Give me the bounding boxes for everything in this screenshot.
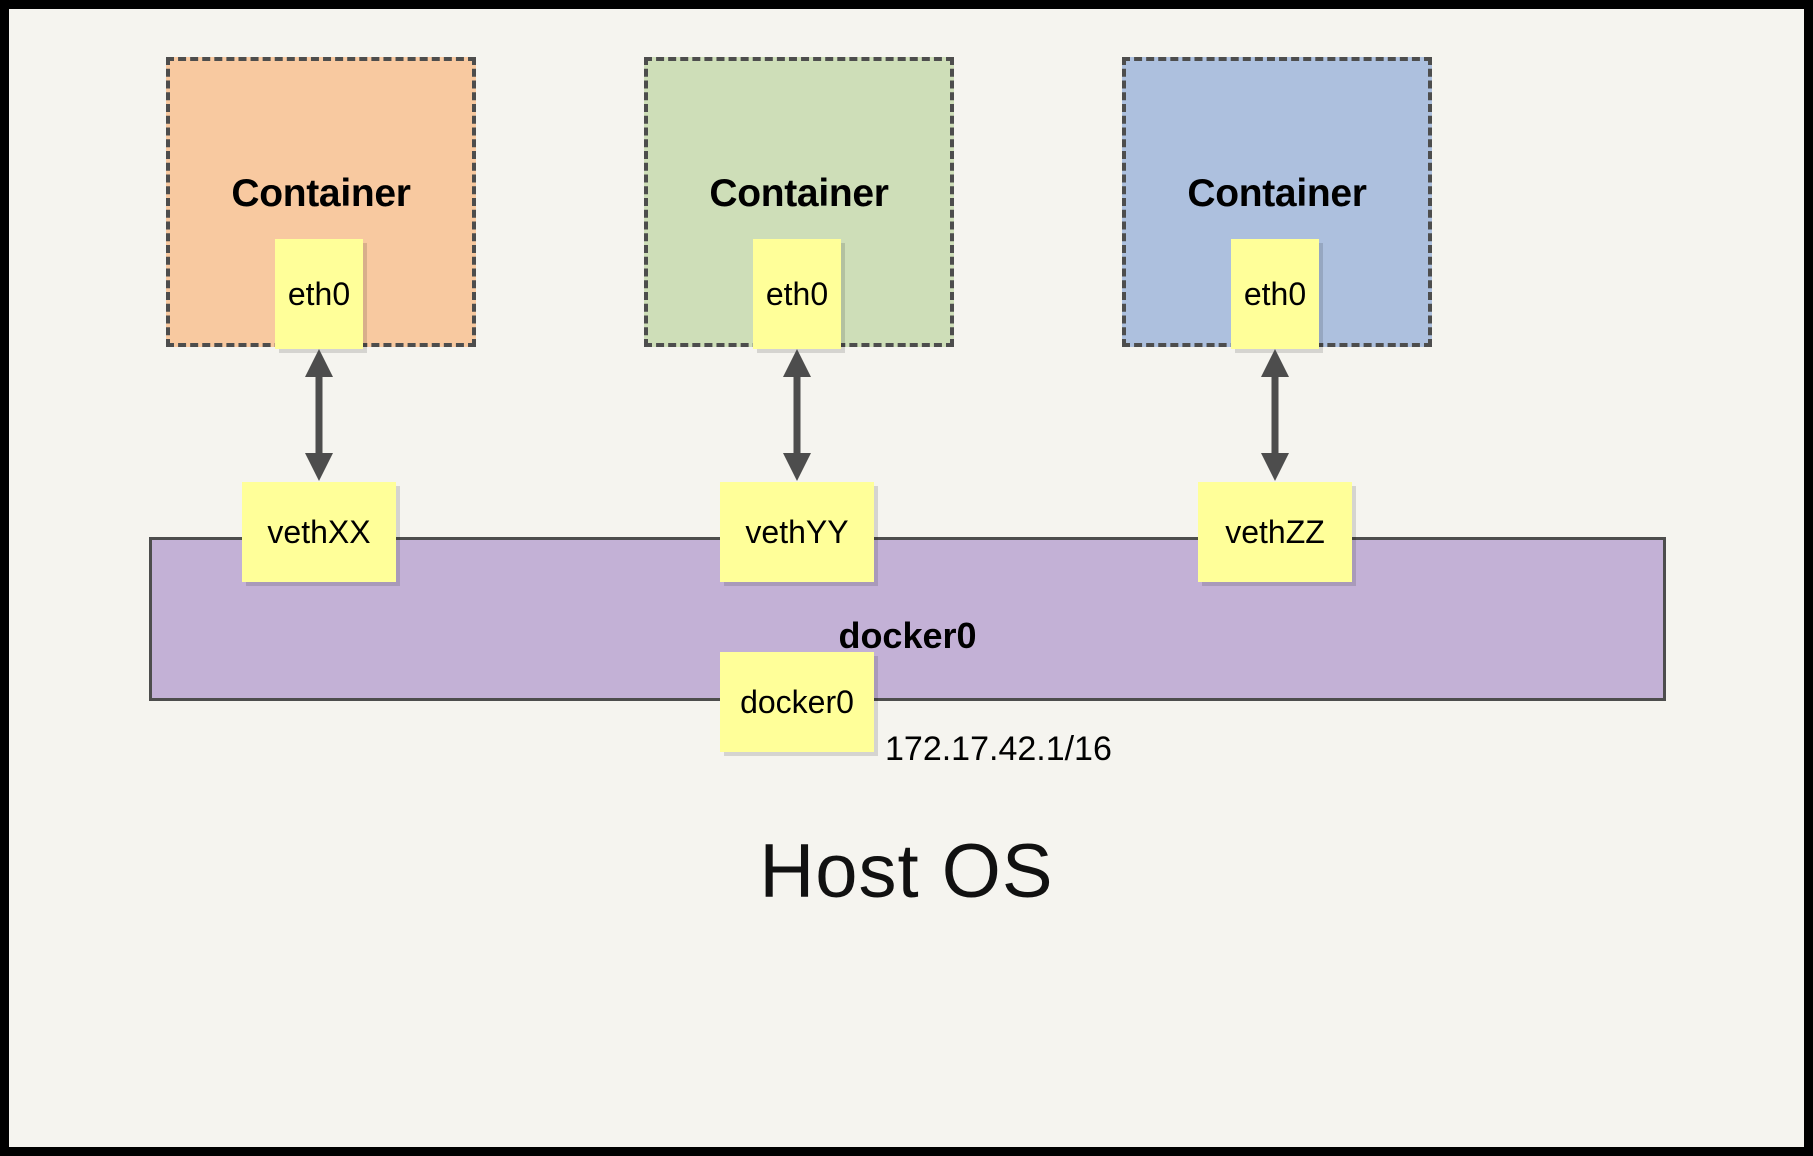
diagram-canvas: Container eth0 Container eth0 Container … xyxy=(9,9,1804,1147)
veth-interface-3: vethZZ xyxy=(1198,482,1352,582)
eth0-interface-1: eth0 xyxy=(275,239,363,349)
docker0-interface-note: docker0 xyxy=(720,652,874,752)
docker0-interface-label: docker0 xyxy=(740,684,854,720)
docker0-bridge-bar: docker0 xyxy=(149,537,1666,701)
eth0-interface-2: eth0 xyxy=(753,239,841,349)
veth-label-1: vethXX xyxy=(267,514,371,550)
eth0-interface-3: eth0 xyxy=(1231,239,1319,349)
docker0-ip-address: 172.17.42.1/16 xyxy=(885,730,1112,768)
docker0-bridge-label: docker0 xyxy=(838,615,977,656)
double-arrow-icon-3 xyxy=(1257,349,1293,481)
container-label-3: Container xyxy=(1187,172,1367,215)
eth0-label-1: eth0 xyxy=(287,276,351,312)
double-arrow-icon-1 xyxy=(301,349,337,481)
eth0-label-2: eth0 xyxy=(765,276,829,312)
host-os-label: Host OS xyxy=(759,829,1054,914)
container-label-2: Container xyxy=(709,172,889,215)
double-arrow-icon-2 xyxy=(779,349,815,481)
container-label-1: Container xyxy=(231,172,411,215)
eth0-label-3: eth0 xyxy=(1243,276,1307,312)
veth-interface-2: vethYY xyxy=(720,482,874,582)
veth-interface-1: vethXX xyxy=(242,482,396,582)
veth-label-2: vethYY xyxy=(745,514,849,550)
veth-label-3: vethZZ xyxy=(1225,514,1325,550)
